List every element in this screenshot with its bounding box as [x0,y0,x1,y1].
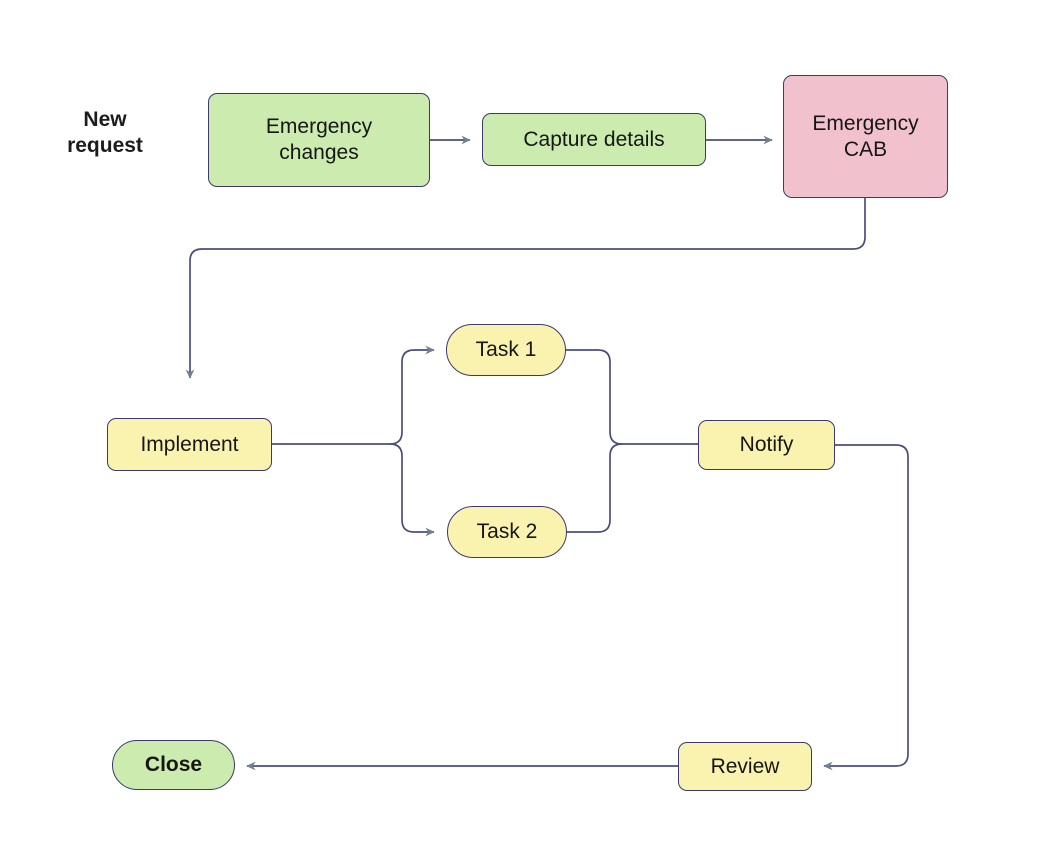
edge-task-1-to-notify [566,349,698,445]
label-new-request: New request [67,108,143,158]
node-implement[interactable]: Implement [107,418,272,471]
edge-implement-to-task-2 [389,443,435,537]
node-task-2[interactable]: Task 2 [447,506,567,558]
edge-implement-to-task-1 [389,345,435,445]
edge-task-2-to-notify [567,443,623,533]
node-task-1[interactable]: Task 1 [446,324,566,376]
node-capture-details[interactable]: Capture details [482,113,706,166]
edge-notify-to-review [823,444,909,771]
node-notify[interactable]: Notify [698,420,835,470]
node-emergency-cab[interactable]: Emergency CAB [783,75,948,198]
node-review[interactable]: Review [678,742,812,791]
node-close[interactable]: Close [112,740,235,790]
node-emergency-changes[interactable]: Emergency changes [208,93,430,187]
